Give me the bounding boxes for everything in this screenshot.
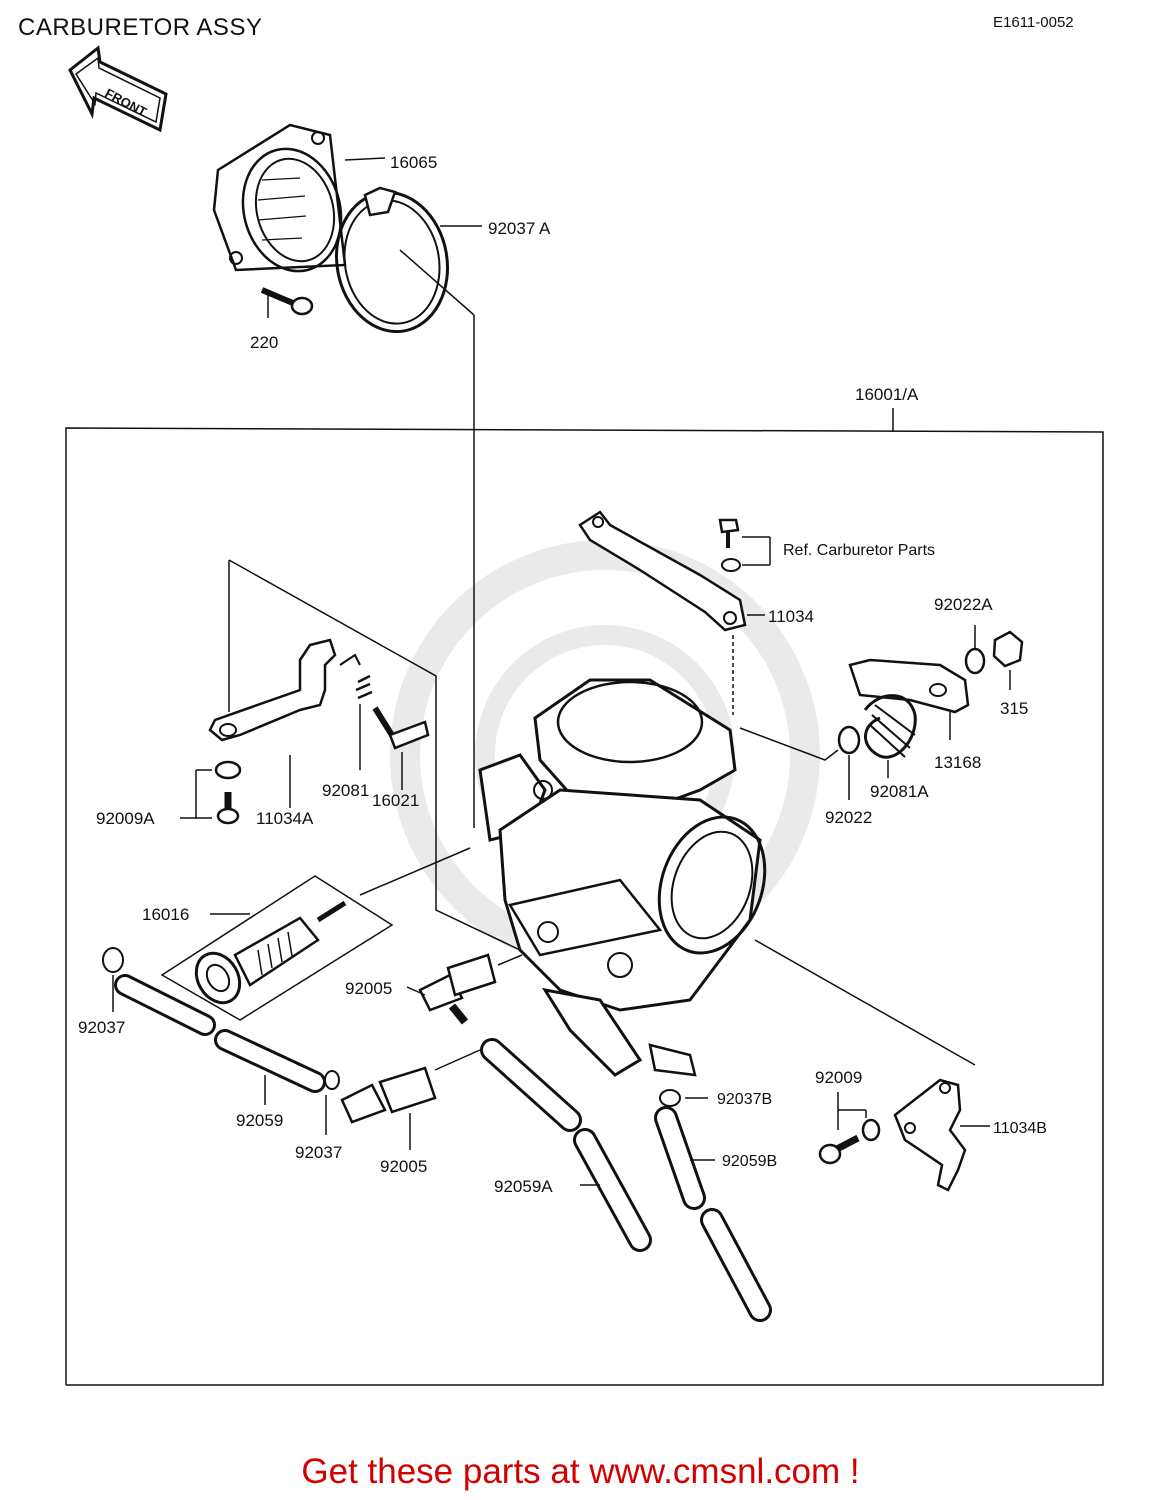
bolt-92009A [216,792,240,825]
label-92037B: 92037B [717,1091,772,1108]
label-92009A: 92009A [96,809,155,828]
label-92059A: 92059A [494,1177,553,1196]
spring-92081 [355,674,373,700]
clip-92037B [659,1089,681,1107]
bracket-11034 [578,510,747,632]
washer-92009A [214,760,242,780]
label-92081A: 92081A [870,782,929,801]
promo-link[interactable]: Get these parts at www.cmsnl.com ! [301,1452,860,1491]
bolt-220 [260,287,314,316]
fitting-92005-top [418,953,497,1025]
choke-bracket-11034A [208,638,361,742]
bolt-92009 [818,1118,881,1165]
front-arrow-icon [68,45,168,133]
washer-92022 [837,725,861,755]
fitting-92005-bottom [340,1066,437,1124]
nut-315 [992,630,1024,668]
label-92037-left: 92037 [78,1018,125,1037]
throttle-lever-13168 [848,658,970,759]
lever-11034B [893,1078,967,1192]
clamp-92037A [334,186,450,334]
hose-92037-left-clip [102,947,124,973]
label-92022: 92022 [825,808,872,827]
label-92037-mid: 92037 [295,1143,342,1162]
label-315: 315 [1000,699,1028,718]
label-16021: 16021 [372,791,419,810]
label-16001A: 16001/A [855,385,919,404]
label-92005-bottom: 92005 [380,1157,427,1176]
label-92059: 92059 [236,1111,283,1130]
intake-holder-16065 [212,123,347,273]
screw-16021 [372,706,430,750]
page-title: CARBURETOR ASSY [18,14,263,41]
label-92037A: 92037 A [488,219,551,238]
hose-92059B [654,1106,772,1322]
label-ref-carburetor-parts: Ref. Carburetor Parts [783,542,935,559]
clip-92037-mid [324,1070,340,1090]
label-92022A: 92022A [934,595,993,614]
parts-diagram: 16065 92037 A 220 16001/A Ref. Carbureto… [65,45,1104,1386]
label-13168: 13168 [934,753,981,772]
hose-left [114,974,216,1036]
carburetor-body [478,678,767,1077]
label-16016: 16016 [142,905,189,924]
hose-92059A [480,1038,652,1252]
hose-92059 [214,1029,326,1093]
label-220: 220 [250,333,278,352]
label-11034B: 11034B [993,1120,1047,1137]
label-11034A: 11034A [256,809,314,828]
label-92081: 92081 [322,781,369,800]
label-16065: 16065 [390,153,437,172]
washer-92022A [964,647,986,675]
label-92005-top: 92005 [345,979,392,998]
label-92009: 92009 [815,1068,862,1087]
starter-plunger-16016 [194,900,347,1005]
label-11034: 11034 [768,607,814,626]
label-92059B: 92059B [722,1153,777,1170]
diagram-code: E1611-0052 [993,14,1074,31]
